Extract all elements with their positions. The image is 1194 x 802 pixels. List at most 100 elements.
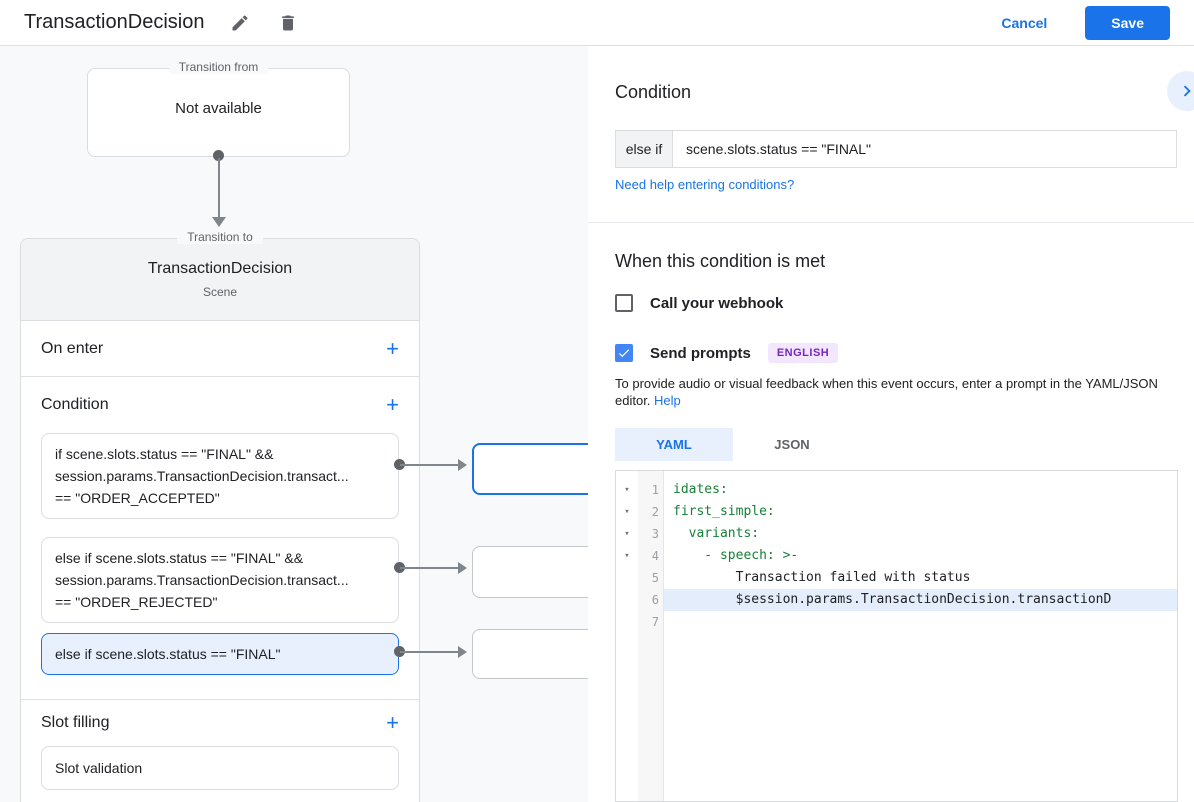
connector-dot bbox=[394, 646, 405, 657]
editor-hint: To provide audio or visual feedback when… bbox=[615, 375, 1171, 409]
scene-card: Transition to TransactionDecision Scene … bbox=[20, 230, 420, 802]
check-icon bbox=[618, 349, 630, 358]
send-prompts-checkbox[interactable] bbox=[615, 344, 633, 362]
editor-hint-text: To provide audio or visual feedback when… bbox=[615, 376, 1158, 408]
condition-box[interactable]: else if scene.slots.status == "FINAL" &&… bbox=[41, 537, 399, 623]
slot-filling-head: Slot filling + bbox=[21, 700, 419, 746]
transition-target-box[interactable] bbox=[472, 629, 588, 679]
chevron-right-icon bbox=[1183, 85, 1191, 97]
line-number: 4 bbox=[651, 549, 659, 563]
code-token: variants: bbox=[673, 526, 760, 541]
transition-to-legend: Transition to bbox=[177, 230, 263, 244]
line-number: 7 bbox=[651, 615, 659, 629]
header-bar: TransactionDecision Cancel Save bbox=[0, 0, 1194, 46]
line-number: 1 bbox=[651, 483, 659, 497]
fold-arrow-icon[interactable]: ▾ bbox=[624, 507, 630, 517]
condition-section-head: Condition + bbox=[21, 377, 419, 433]
condition-box[interactable]: else if scene.slots.status == "FINAL" bbox=[41, 633, 399, 675]
on-enter-row[interactable]: On enter + bbox=[21, 321, 419, 377]
tab-json[interactable]: JSON bbox=[774, 437, 810, 452]
collapse-panel-button[interactable] bbox=[1167, 71, 1194, 111]
webhook-row: Call your webhook bbox=[615, 294, 783, 312]
fold-arrow-icon[interactable]: ▾ bbox=[624, 529, 630, 539]
connector-dot bbox=[213, 150, 224, 161]
connector-line bbox=[400, 464, 458, 466]
connector-line bbox=[218, 158, 220, 218]
code-text[interactable]: first_simple: bbox=[664, 501, 1177, 523]
page-title: TransactionDecision bbox=[24, 11, 205, 33]
line-number: 2 bbox=[651, 505, 659, 519]
transition-target-box[interactable] bbox=[472, 546, 588, 598]
yaml-code-editor[interactable]: ▾ 1 idates: ▾ 2 first_simple: ▾ 3 variants: ▾ 4 -… bbox=[615, 470, 1178, 802]
scene-card-header[interactable]: TransactionDecision Scene bbox=[21, 239, 419, 321]
condition-text: if scene.slots.status == "FINAL" && bbox=[55, 446, 274, 462]
fold-arrow-icon[interactable]: ▾ bbox=[624, 551, 630, 561]
code-text[interactable]: idates: bbox=[664, 479, 1177, 501]
connector-line bbox=[400, 651, 458, 653]
code-text[interactable]: - speech: >- bbox=[664, 545, 1177, 567]
code-token: first_simple: bbox=[673, 504, 775, 519]
transition-from-value: Not available bbox=[175, 100, 262, 117]
condition-text: session.params.TransactionDecision.trans… bbox=[55, 572, 349, 588]
editor-gutter bbox=[638, 471, 664, 801]
arrow-right-icon bbox=[458, 562, 467, 574]
code-text[interactable]: Transaction failed with status bbox=[664, 567, 1177, 589]
condition-input-group: else if bbox=[615, 130, 1177, 168]
panel-divider bbox=[588, 222, 1194, 223]
line-number: 3 bbox=[651, 527, 659, 541]
edit-icon[interactable] bbox=[230, 12, 252, 34]
condition-help-link[interactable]: Need help entering conditions? bbox=[615, 177, 795, 192]
section-divider bbox=[21, 699, 419, 700]
fold-arrow-icon[interactable]: ▾ bbox=[624, 485, 630, 495]
code-lines: ▾ 1 idates: ▾ 2 first_simple: ▾ 3 variants: ▾ 4 -… bbox=[616, 479, 1177, 633]
condition-text: == "ORDER_REJECTED" bbox=[55, 594, 218, 610]
code-line: 7 bbox=[616, 611, 1177, 633]
condition-text: else if scene.slots.status == "FINAL" && bbox=[55, 550, 304, 566]
code-line: ▾ 2 first_simple: bbox=[616, 501, 1177, 523]
condition-section-label: Condition bbox=[41, 396, 109, 413]
connector-dot bbox=[394, 562, 405, 573]
slot-validation-box[interactable]: Slot validation bbox=[41, 746, 399, 790]
editor-tab-bar: YAML JSON bbox=[615, 428, 851, 461]
condition-list: if scene.slots.status == "FINAL" && sessi… bbox=[21, 433, 419, 675]
help-link[interactable]: Help bbox=[654, 393, 681, 408]
tab-yaml[interactable]: YAML bbox=[615, 428, 733, 461]
webhook-checkbox[interactable] bbox=[615, 294, 633, 312]
connector-line bbox=[400, 567, 458, 569]
line-number: 5 bbox=[651, 571, 659, 585]
code-token: - speech: >- bbox=[673, 548, 799, 563]
condition-prefix-label: else if bbox=[616, 131, 673, 167]
add-slot-button[interactable]: + bbox=[386, 710, 399, 735]
condition-box[interactable]: if scene.slots.status == "FINAL" && sessi… bbox=[41, 433, 399, 519]
trash-icon[interactable] bbox=[278, 12, 300, 34]
scene-subtitle: Scene bbox=[202, 285, 238, 299]
transition-from-box[interactable]: Transition from Not available bbox=[87, 60, 350, 157]
code-text[interactable]: $session.params.TransactionDecision.tran… bbox=[664, 589, 1177, 611]
code-text[interactable] bbox=[664, 611, 1177, 633]
code-token: $session.params.TransactionDecision.tran… bbox=[673, 592, 1112, 607]
when-condition-heading: When this condition is met bbox=[615, 251, 826, 271]
condition-text: else if scene.slots.status == "FINAL" bbox=[55, 646, 281, 662]
arrow-down-icon bbox=[212, 217, 226, 227]
transition-from-legend: Transition from bbox=[168, 60, 269, 74]
code-token: idates: bbox=[673, 482, 728, 497]
add-on-enter-button[interactable]: + bbox=[386, 335, 399, 361]
add-condition-button[interactable]: + bbox=[386, 392, 399, 417]
send-prompts-row: Send prompts ENGLISH bbox=[615, 343, 839, 363]
arrow-right-icon bbox=[458, 459, 467, 471]
condition-expression-input[interactable] bbox=[673, 131, 1176, 167]
webhook-label: Call your webhook bbox=[650, 294, 784, 312]
condition-text: == "ORDER_ACCEPTED" bbox=[55, 490, 220, 506]
flow-canvas: Transition from Not available Transition… bbox=[0, 46, 588, 802]
line-number: 6 bbox=[651, 593, 659, 607]
save-button[interactable]: Save bbox=[1085, 5, 1170, 40]
condition-heading: Condition bbox=[615, 82, 692, 102]
cancel-button[interactable]: Cancel bbox=[1001, 14, 1048, 31]
condition-panel: Condition else if Need help entering con… bbox=[588, 46, 1194, 802]
slot-filling-label: Slot filling bbox=[41, 714, 110, 731]
transition-target-box[interactable] bbox=[472, 443, 588, 495]
condition-text: session.params.TransactionDecision.trans… bbox=[55, 468, 349, 484]
on-enter-label: On enter bbox=[41, 339, 104, 357]
code-text[interactable]: variants: bbox=[664, 523, 1177, 545]
connector-dot bbox=[394, 459, 405, 470]
